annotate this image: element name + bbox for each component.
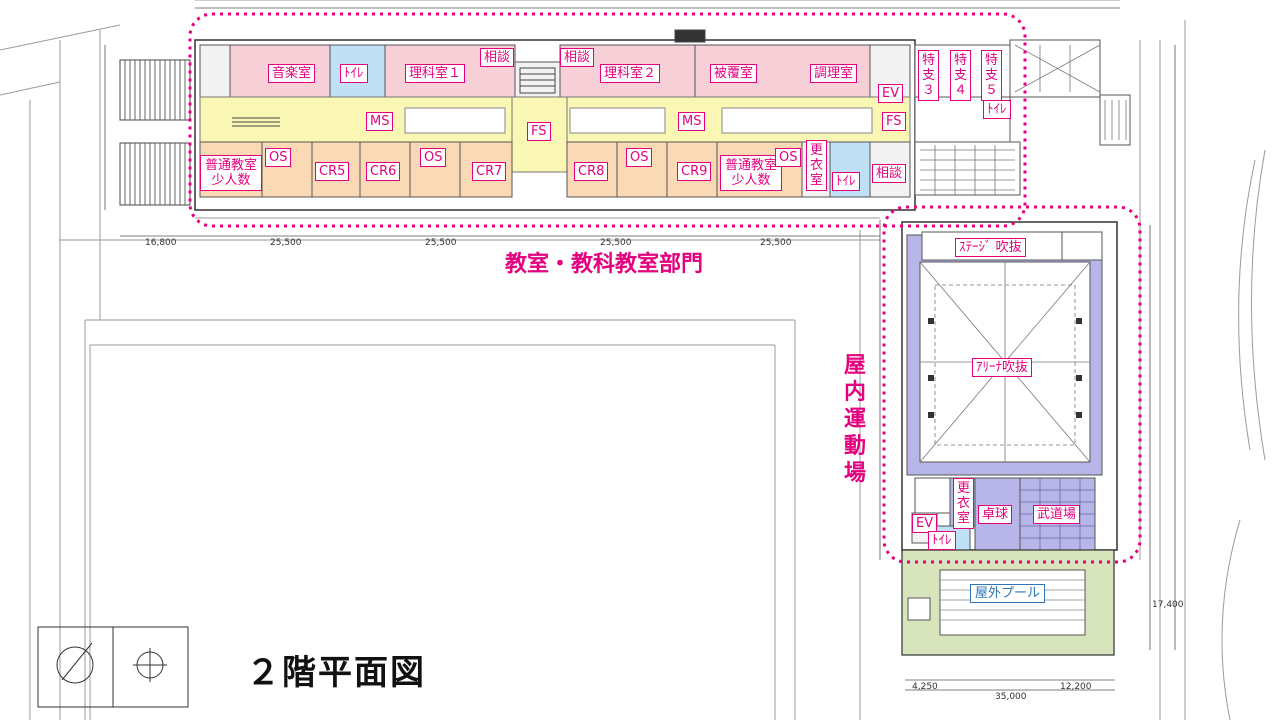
room-os-1: OS xyxy=(265,148,292,167)
section-gym: 屋内運動場 xyxy=(843,353,866,486)
room-ev-2: EV xyxy=(912,514,938,533)
room-consult-1: 相談 xyxy=(480,48,515,67)
stairs-left xyxy=(119,59,191,206)
room-fs-center: FS xyxy=(527,122,551,141)
dimension-lines xyxy=(104,7,1176,691)
room-cr8: CR8 xyxy=(574,162,609,181)
east-hatch xyxy=(920,44,1127,195)
room-ms-1: MS xyxy=(366,112,394,131)
room-cooking: 調理室 xyxy=(810,64,858,83)
dim-5: 25,500 xyxy=(760,238,792,248)
room-special-3: 特支３ xyxy=(918,50,939,101)
hall-void-2 xyxy=(569,107,666,134)
room-os-3: OS xyxy=(626,148,653,167)
room-special-5: 特支５ xyxy=(981,50,1002,101)
room-consult-2: 相談 xyxy=(560,48,595,67)
room-regular-small-1: 普通教室少人数 xyxy=(200,155,262,191)
room-fs-right: FS xyxy=(882,112,906,131)
room-music: 音楽室 xyxy=(268,64,316,83)
room-ms-2: MS xyxy=(678,112,706,131)
dim-1: 16,800 xyxy=(145,238,177,248)
dim-3: 25,500 xyxy=(425,238,457,248)
room-os-2: OS xyxy=(420,148,447,167)
room-budo: 武道場 xyxy=(1033,505,1081,524)
room-table-tennis: 卓球 xyxy=(978,505,1013,524)
pool-equipment xyxy=(907,597,931,621)
dim-6: 35,000 xyxy=(995,692,1027,702)
hall-void-3 xyxy=(721,107,873,134)
room-toilet-2: ﾄｲﾚ xyxy=(983,100,1011,119)
room-toilet-1: ﾄｲﾚ xyxy=(340,64,368,83)
dim-4: 25,500 xyxy=(600,238,632,248)
room-locker-2: 更衣室 xyxy=(953,478,974,529)
room-cr5: CR5 xyxy=(315,162,350,181)
room-special-4: 特支４ xyxy=(950,50,971,101)
page-title: ２階平面図 xyxy=(246,653,426,693)
compass-legend xyxy=(37,626,189,708)
room-ev-1: EV xyxy=(878,84,904,103)
room-cr9: CR9 xyxy=(677,162,712,181)
dim-8: 4,250 xyxy=(912,682,938,692)
room-arena-void: ｱﾘｰﾅ吹抜 xyxy=(972,358,1033,377)
hall-void-1 xyxy=(404,107,506,134)
room-cr6: CR6 xyxy=(366,162,401,181)
room-toilet-3: ﾄｲﾚ xyxy=(832,172,860,191)
room-cr7: CR7 xyxy=(472,162,507,181)
room-regular-small-2: 普通教室少人数 xyxy=(720,155,782,191)
dim-9: 12,200 xyxy=(1060,682,1092,692)
room-consult-3: 相談 xyxy=(872,164,907,183)
room-locker-1: 更衣室 xyxy=(806,140,827,191)
east-block xyxy=(914,39,1131,196)
gym-section-outline xyxy=(882,205,1142,564)
room-science-1: 理科室１ xyxy=(405,64,466,83)
room-os-4: OS xyxy=(775,148,802,167)
dim-7: 17,400 xyxy=(1152,600,1184,610)
gym-columns xyxy=(928,318,1082,418)
dim-2: 25,500 xyxy=(270,238,302,248)
room-outdoor-pool: 屋外プール xyxy=(970,584,1046,603)
room-clothing: 被覆室 xyxy=(710,64,758,83)
wing-details xyxy=(232,29,706,127)
classroom-section-outline xyxy=(188,12,1027,228)
stage-side-room xyxy=(1061,231,1103,261)
section-classrooms: 教室・教科教室部門 xyxy=(505,252,704,277)
room-toilet-4: ﾄｲﾚ xyxy=(928,531,956,550)
room-science-2: 理科室２ xyxy=(600,64,661,83)
room-stage-void: ｽﾃｰｼﾞ 吹抜 xyxy=(955,238,1026,257)
